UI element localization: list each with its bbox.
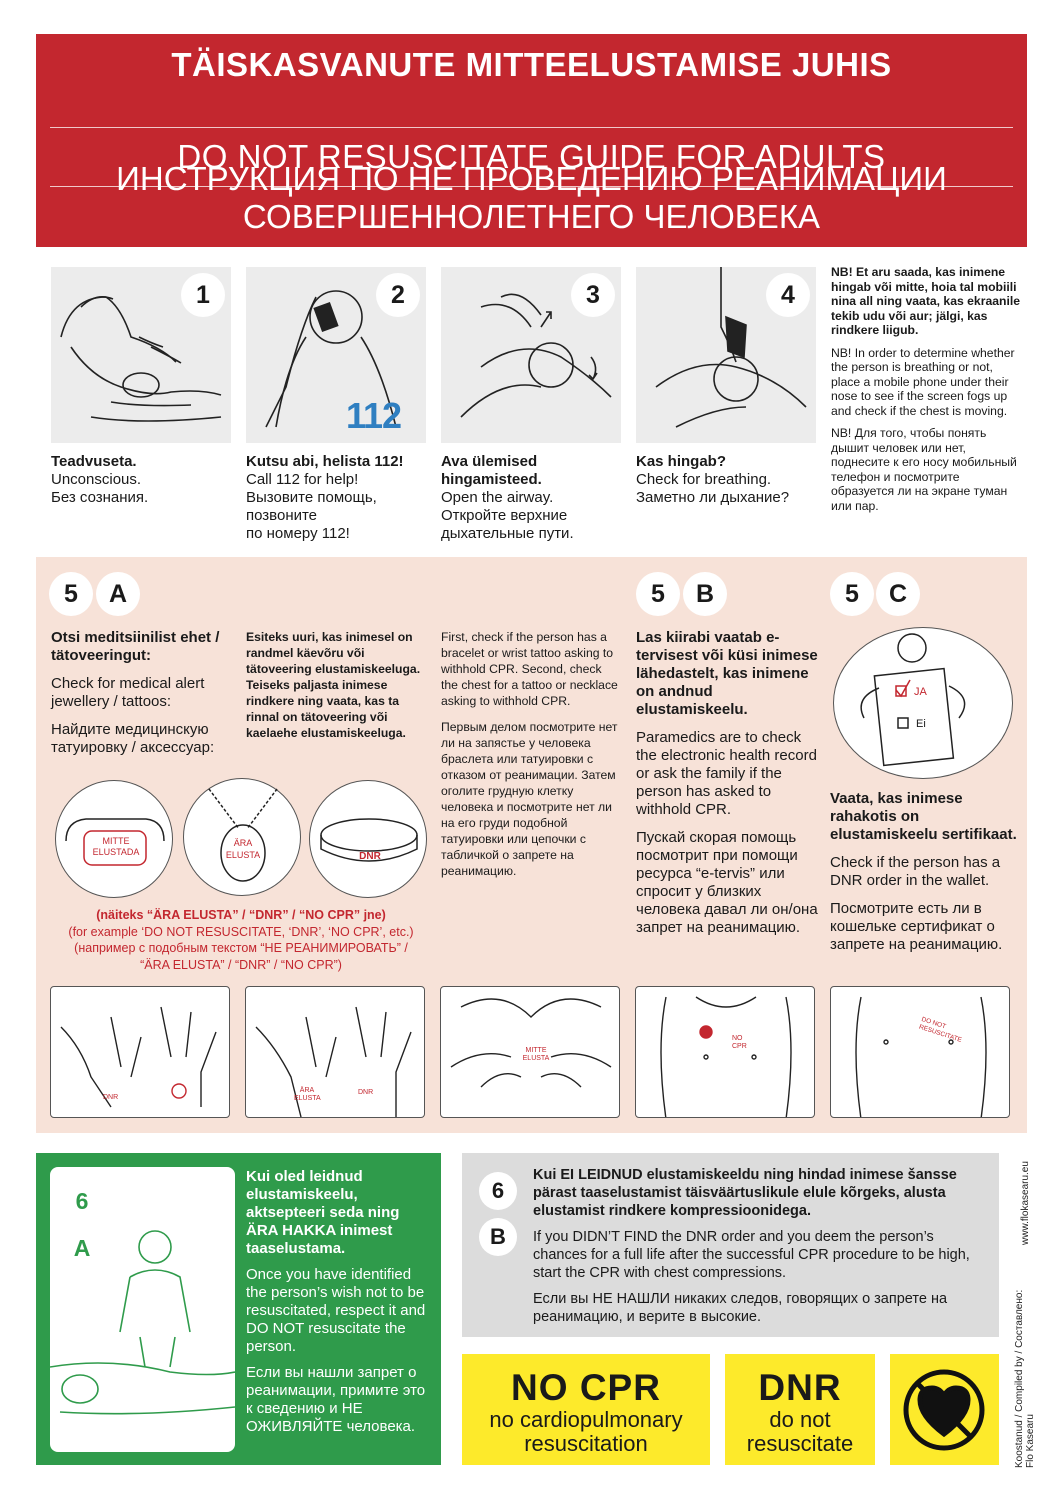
divider [50, 127, 1013, 128]
no-cpr-sign: NO CPR no cardiopulmonary resuscitation [462, 1354, 710, 1465]
step-1-illustration: 1 [51, 267, 231, 443]
step-5a-examples: (näiteks “ÄRA ELUSTA” / “DNR” / “NO CPR”… [68, 908, 414, 972]
step-6a-text: Kui oled leidnud elustamiskeelu, aktsept… [246, 1168, 426, 1435]
step-2-illustration: 2 112 [246, 267, 426, 443]
title-ru: ИНСТРУКЦИЯ ПО НЕ ПРОВЕДЕНИЮ РЕАНИМАЦИИ С… [116, 160, 947, 235]
title-et: TÄISKASVANUTE MITTEELUSTAMISE JUHIS [171, 46, 892, 83]
pendant-text: ÄRA ELUSTA [225, 838, 261, 860]
step-5b-text: Las kiirabi vaatab e-tervisest või küsi … [636, 629, 818, 936]
step-number: 3 [571, 273, 615, 317]
wrist-tattoo-illustration: ÄRA ELUSTA DNR [245, 986, 425, 1118]
step-number: 6 [479, 1172, 517, 1210]
certificate-illustration: JA Ei [833, 627, 1013, 779]
step-4-illustration: 4 [636, 267, 816, 443]
step-3-caption: Ava ülemised hingamisteed. Open the airw… [441, 453, 574, 542]
chest-no-cpr-illustration: NO CPR [635, 986, 815, 1118]
step-number: 5 [830, 572, 874, 616]
form-no: Ei [916, 718, 926, 730]
step-letter: B [479, 1218, 517, 1256]
chest-tattoo-illustration: MITTE ELUSTA [440, 986, 620, 1118]
step-number: 4 [766, 273, 810, 317]
chest-text: MITTE ELUSTA [522, 1047, 550, 1062]
step-5c-text: Vaata, kas inimese rahakotis on elustami… [830, 790, 1017, 953]
wrist-text: DNR [358, 1089, 374, 1096]
emergency-number-label: 112 [346, 395, 402, 436]
step-letter: A [62, 1228, 102, 1268]
wrist-bracelet-illustration: DNR [50, 986, 230, 1118]
step-3-illustration: 3 [441, 267, 621, 443]
form-yes: JA [914, 686, 927, 698]
wristband-text: DNR [359, 851, 381, 862]
bracelet-text: MITTE ELUSTADA [92, 836, 140, 857]
no-heart-symbol [890, 1354, 999, 1465]
wrist-text: ÄRA ELUSTA [294, 1087, 321, 1102]
step-1-caption: Teadvuseta. Unconscious. Без сознания. [51, 453, 149, 506]
credits-compiled-by: Koostanud / Compiled by / Составлено: Fl… [1014, 1289, 1036, 1468]
step-letter: A [96, 572, 140, 616]
step-6b-text: Kui EI LEIDNUD elustamiskeeldu ning hind… [533, 1167, 970, 1325]
bracelet-illustration: MITTE ELUSTADA [55, 780, 173, 898]
wristband-illustration: DNR [309, 780, 427, 898]
chest-text: NO CPR [732, 1035, 747, 1050]
step-number: 1 [181, 273, 225, 317]
chest-dnr-illustration: DO NOT RESUSCITATE [830, 986, 1010, 1118]
step-number: 5 [636, 572, 680, 616]
step-letter: C [876, 572, 920, 616]
step-5a-text: Otsi meditsiinilist ehet / tätoveeringut… [51, 629, 220, 756]
step-4-caption: Kas hingab? Check for breathing. Заметно… [636, 453, 790, 506]
dnr-sign: DNR do not resuscitate [725, 1354, 875, 1465]
step-number: 2 [376, 273, 420, 317]
credits-url: www.flokasearu.eu [1020, 1161, 1031, 1245]
step-number: 5 [49, 572, 93, 616]
title-banner: TÄISKASVANUTE MITTEELUSTAMISE JUHIS DO N… [36, 34, 1027, 247]
step-5a-detail: First, check if the person has a bracele… [441, 630, 618, 878]
breathing-note: NB! Et aru saada, kas inimene hingab või… [831, 265, 1020, 513]
title-en: DO NOT RESUSCITATE GUIDE FOR ADULTS [177, 138, 886, 175]
step-number: 6 [62, 1181, 102, 1221]
pendant-illustration: ÄRA ELUSTA [183, 778, 301, 896]
divider [50, 186, 1013, 187]
step-6b-panel [462, 1153, 999, 1337]
step-5a-detail-et: Esiteks uuri, kas inimesel on randmel kä… [246, 630, 421, 740]
wrist-text: DNR [103, 1094, 119, 1101]
step-6a-illustration [49, 1167, 236, 1452]
step-2-caption: Kutsu abi, helista 112! Call 112 for hel… [246, 453, 404, 542]
step-letter: B [683, 572, 727, 616]
crossed-heart-icon [903, 1369, 985, 1451]
